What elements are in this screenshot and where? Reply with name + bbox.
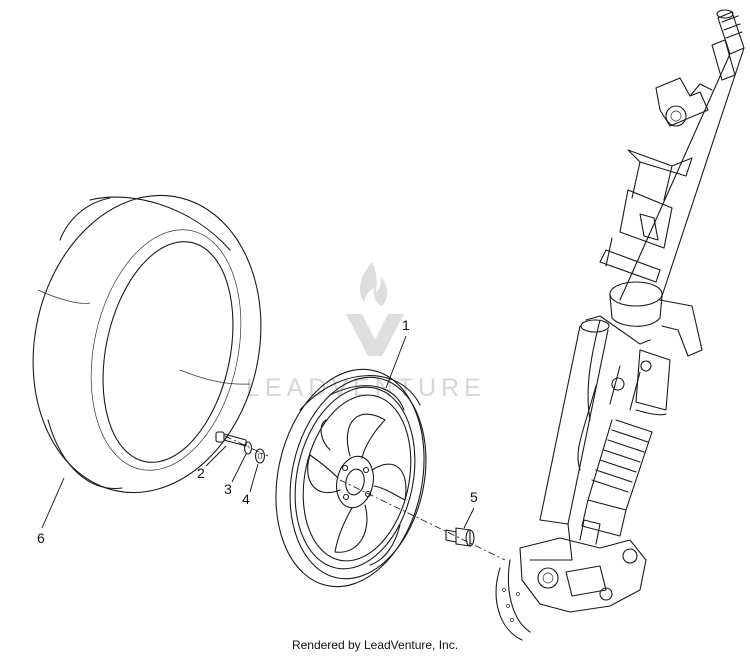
footer-credit: Rendered by LeadVenture, Inc. xyxy=(291,638,459,652)
tire xyxy=(32,194,262,494)
axle-bolt xyxy=(445,527,475,547)
svg-text:5: 5 xyxy=(470,489,478,505)
washer-4 xyxy=(254,448,266,464)
svg-text:6: 6 xyxy=(37,530,45,546)
v-mark-icon xyxy=(346,314,404,356)
bolt-head xyxy=(215,431,225,443)
watermark-text: LEADVENTURE xyxy=(246,374,486,402)
bolt-and-washers xyxy=(215,431,266,464)
svg-text:2: 2 xyxy=(197,465,205,481)
callout-3: 3 xyxy=(224,453,247,497)
callout-2: 2 xyxy=(197,445,227,481)
callout-1: 1 xyxy=(385,317,410,389)
callout-6: 6 xyxy=(37,477,65,546)
wheel-rim xyxy=(275,368,427,588)
washer-3 xyxy=(243,441,253,455)
leadventure-watermark: LEADVENTURE xyxy=(246,262,486,402)
wheel-hub xyxy=(336,455,374,509)
brake-caliper xyxy=(519,537,647,613)
svg-text:3: 3 xyxy=(224,481,232,497)
callout-5: 5 xyxy=(463,489,478,529)
brake-disc xyxy=(495,567,523,641)
svg-text:4: 4 xyxy=(242,491,250,507)
steering-fork-assembly xyxy=(495,9,745,641)
svg-text:1: 1 xyxy=(402,317,410,333)
axle-centerline xyxy=(224,435,506,561)
callout-4: 4 xyxy=(242,463,259,507)
flame-icon xyxy=(359,262,388,306)
